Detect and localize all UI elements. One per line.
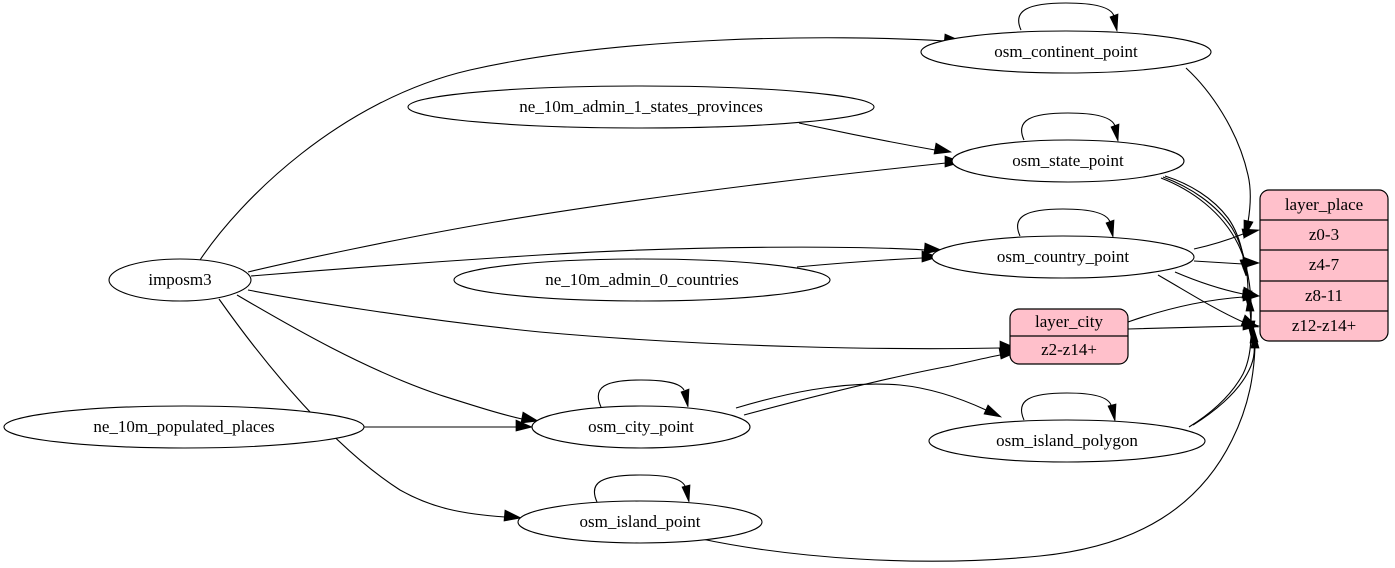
node-layer-city[interactable]: layer_city z2-z14+ <box>1009 308 1129 365</box>
arrowhead <box>983 404 1003 418</box>
node-osm-continent-point-label: osm_continent_point <box>994 42 1138 61</box>
edge-imposm3-to-osm-city-point <box>236 294 523 420</box>
edge-osm-country-point-to-layer-place-z4-7 <box>1193 260 1244 265</box>
node-imposm3-shape[interactable] <box>108 258 252 302</box>
edge-osm-country-point-to-layer-place-z0-3 <box>1193 233 1244 250</box>
arrowhead <box>1241 228 1261 239</box>
arrowhead <box>1242 289 1261 302</box>
node-osm-island-polygon-label: osm_island_polygon <box>996 431 1138 450</box>
edge-layer-city-to-layer-place-z12-z14 <box>1127 325 1244 330</box>
edge-osm-continent-point-to-layer-place-z0-3 <box>1185 67 1251 223</box>
self-loop-osm-city-point <box>597 379 685 408</box>
node-ne-admin0-shape[interactable] <box>453 258 831 302</box>
edge-osm-country-point-to-layer-place-z12-z14 <box>1157 274 1244 323</box>
node-osm-city-point-shape[interactable] <box>531 405 751 449</box>
edge-layer-city-to-layer-place-z8-11 <box>1127 296 1244 323</box>
edge-osm-island-point-to-layer-place-z12-z14 <box>696 346 1256 562</box>
node-osm-state-point-label: osm_state_point <box>1012 151 1124 170</box>
self-loop-osm-island-polygon <box>1020 392 1112 421</box>
layer-place-box[interactable] <box>1259 189 1389 342</box>
edge-osm-state-point-to-layer-place-z8-11 <box>1162 176 1249 293</box>
node-osm-island-point[interactable]: osm_island_point <box>517 500 763 544</box>
node-osm-state-point-shape[interactable] <box>951 139 1185 183</box>
node-osm-island-point-shape[interactable] <box>517 500 763 544</box>
layer-place-row-z8-11[interactable]: z8-11 <box>1305 286 1343 305</box>
node-ne-admin0-label: ne_10m_admin_0_countries <box>545 270 739 289</box>
arrowhead <box>1245 294 1255 312</box>
node-ne-10m-admin-0-countries[interactable]: ne_10m_admin_0_countries <box>453 258 831 302</box>
layer-city-row-z2-z14[interactable]: z2-z14+ <box>1041 340 1097 359</box>
edge-ne-admin0-to-osm-country-point <box>796 257 923 268</box>
self-loop-osm-state-point <box>1021 112 1116 141</box>
arrowhead <box>921 250 940 263</box>
edge-imposm3-to-osm-continent-point <box>199 37 946 261</box>
node-ne-admin1-label: ne_10m_admin_1_states_provinces <box>519 97 763 116</box>
node-layer-place[interactable]: layer_place z0-3 z4-7 z8-11 z12-z14+ <box>1259 189 1389 342</box>
node-ne-10m-populated-places[interactable]: ne_10m_populated_places <box>3 405 365 449</box>
arrowhead <box>923 242 943 255</box>
edge-osm-city-point-to-osm-island-polygon <box>735 383 987 411</box>
self-loop-osm-continent-point <box>1018 2 1115 31</box>
node-osm-country-point-shape[interactable] <box>931 235 1195 279</box>
edge-imposm3-to-layer-city <box>247 289 1001 350</box>
arrowhead <box>680 388 690 408</box>
node-ne-populated-label: ne_10m_populated_places <box>93 417 274 436</box>
node-ne-admin1-shape[interactable] <box>407 85 875 129</box>
layer-place-row-z4-7[interactable]: z4-7 <box>1309 255 1340 274</box>
edge-imposm3-to-osm-island-point <box>218 298 506 518</box>
arrowhead <box>515 419 534 432</box>
arrowhead <box>1109 13 1119 33</box>
node-osm-island-point-label: osm_island_point <box>580 512 701 531</box>
node-osm-continent-point-shape[interactable] <box>920 30 1212 74</box>
node-osm-state-point[interactable]: osm_state_point <box>951 139 1185 183</box>
edge-osm-city-point-to-layer-city <box>743 354 1001 416</box>
node-ne-10m-admin-1-states-provinces[interactable]: ne_10m_admin_1_states_provinces <box>407 85 875 129</box>
layer-place-row-z0-3[interactable]: z0-3 <box>1309 225 1339 244</box>
node-imposm3-label: imposm3 <box>148 270 211 289</box>
arrowhead <box>933 142 953 155</box>
edge-osm-island-polygon-to-layer-place-z8-11 <box>1188 309 1252 428</box>
node-osm-island-polygon-shape[interactable] <box>928 419 1206 463</box>
edge-imposm3-to-osm-country-point <box>250 246 926 277</box>
edge-layer <box>199 2 1261 562</box>
arrowhead <box>1107 403 1117 422</box>
node-imposm3[interactable]: imposm3 <box>108 258 252 302</box>
node-osm-continent-point[interactable]: osm_continent_point <box>920 30 1212 74</box>
layer-city-title: layer_city <box>1035 312 1103 331</box>
node-osm-country-point-label: osm_country_point <box>997 247 1129 266</box>
self-loop-osm-country-point <box>1017 208 1111 237</box>
layer-place-title: layer_place <box>1285 195 1363 214</box>
node-osm-island-polygon[interactable]: osm_island_polygon <box>928 419 1206 463</box>
edge-osm-island-polygon-to-layer-place-z12-z14 <box>1192 341 1255 426</box>
edge-osm-country-point-to-layer-place-z8-11 <box>1174 271 1244 295</box>
arrowhead <box>503 509 523 522</box>
node-osm-city-point-label: osm_city_point <box>588 417 694 436</box>
node-layer: imposm3 ne_10m_admin_1_states_provinces … <box>3 30 1389 544</box>
node-osm-country-point[interactable]: osm_country_point <box>931 235 1195 279</box>
node-ne-populated-shape[interactable] <box>3 405 365 449</box>
edge-ne-admin1-to-osm-state-point <box>798 122 936 151</box>
arrowhead <box>1242 256 1261 269</box>
arrowhead <box>1110 123 1120 143</box>
arrowhead <box>998 347 1019 360</box>
arrowhead <box>681 484 691 503</box>
arrowhead <box>1105 219 1115 239</box>
arrowhead <box>1250 330 1260 349</box>
self-loop-osm-island-point <box>593 474 686 503</box>
layer-place-row-z12-z14[interactable]: z12-z14+ <box>1292 316 1356 335</box>
edge-imposm3-to-osm-state-point <box>247 162 947 273</box>
arrowhead <box>520 411 540 424</box>
node-osm-city-point[interactable]: osm_city_point <box>531 405 751 449</box>
